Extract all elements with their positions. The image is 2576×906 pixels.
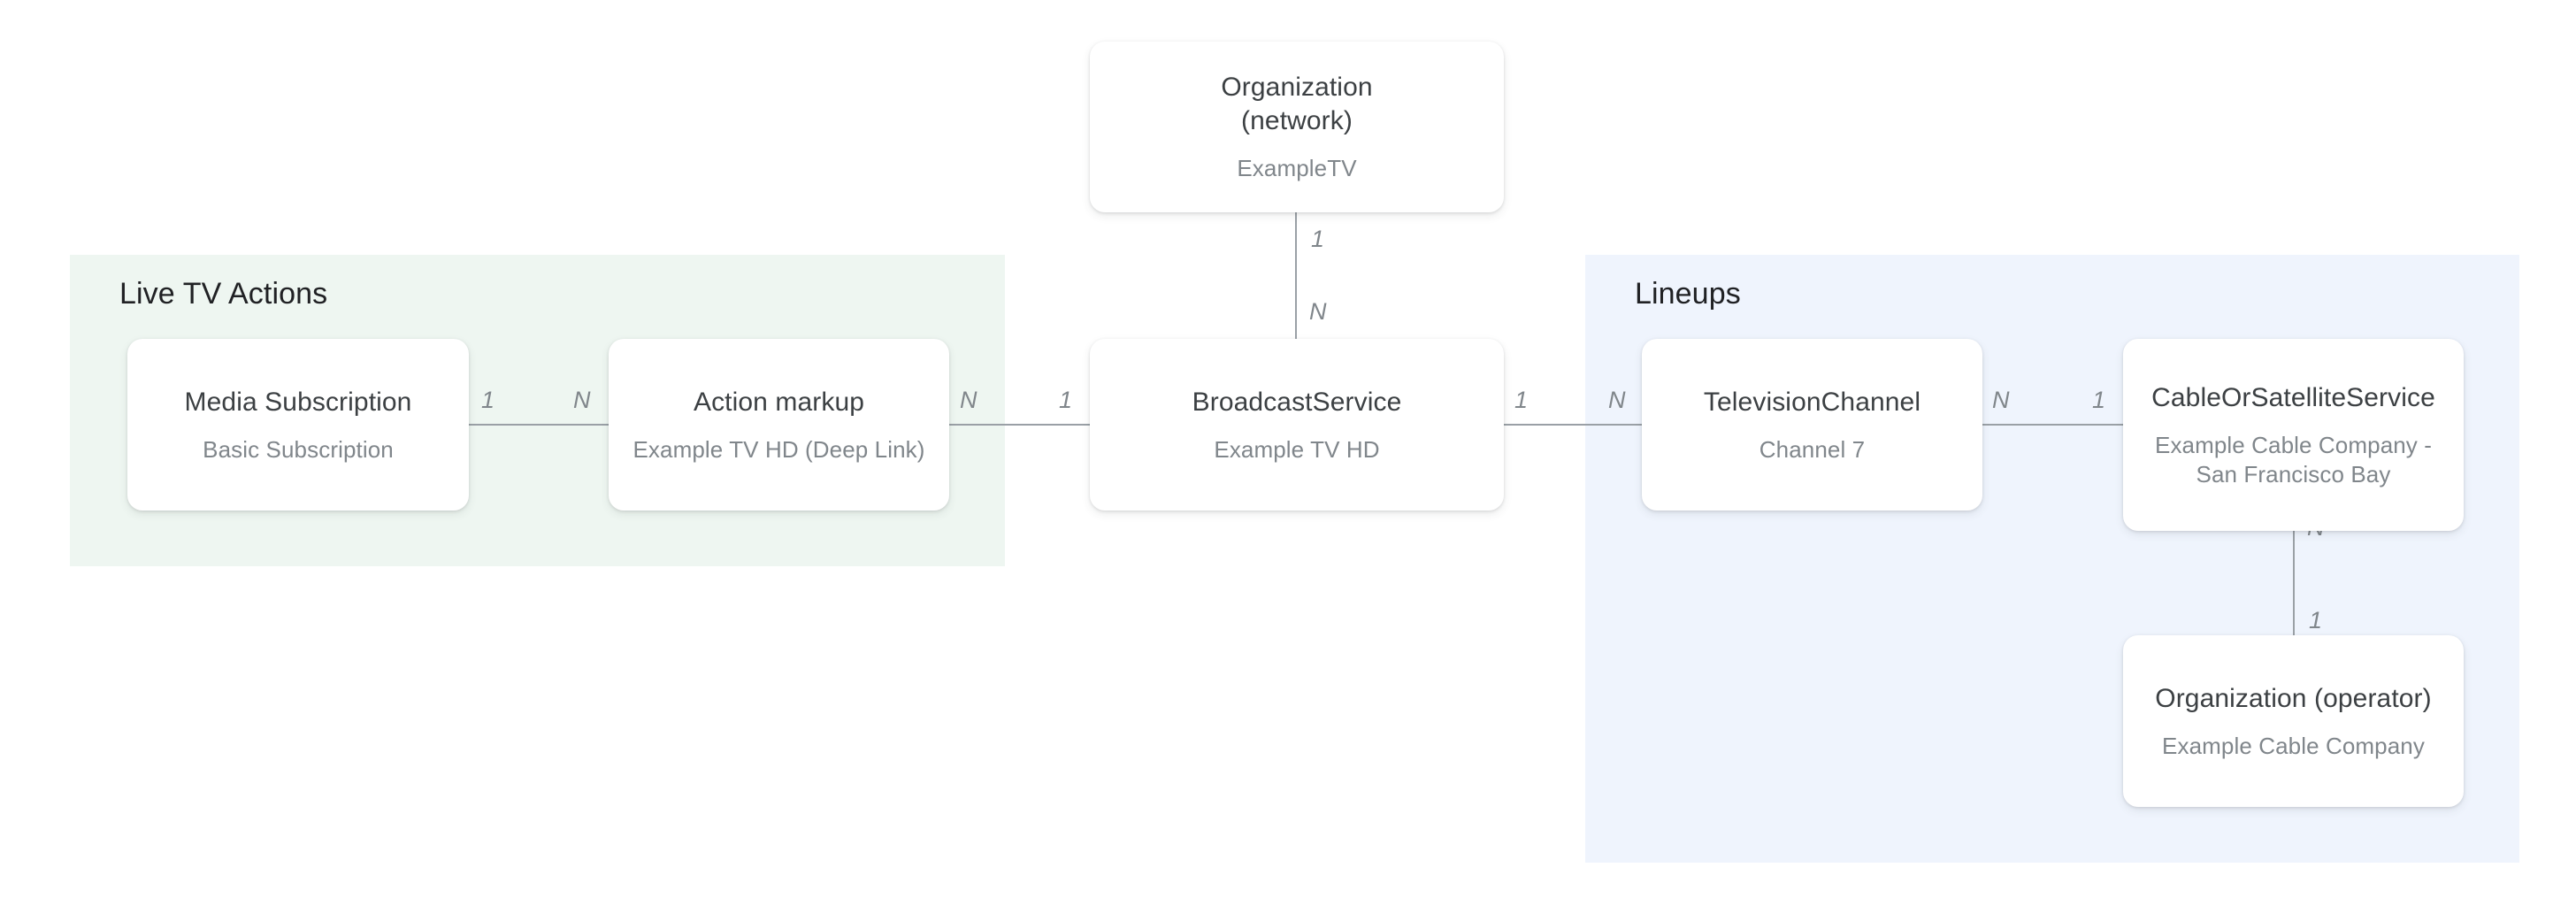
edge-label-broadcast-service-right-side: 1	[1514, 387, 1529, 413]
node-title-action-markup: Action markup	[693, 387, 865, 417]
node-card-television-channel[interactable]: TelevisionChannel Channel 7	[1642, 339, 1982, 511]
edge-line-organization-network-broadcast-service	[1295, 212, 1297, 340]
node-title-cable-or-satellite-service: CableOrSatelliteService	[2151, 382, 2435, 412]
edge-line-broadcast-service-television-channel	[1504, 424, 1643, 426]
edge-label-cable-or-satellite-service-left-side: 1	[2092, 387, 2106, 413]
node-title-organization-network: Organization (network)	[1221, 71, 1372, 138]
edge-label-broadcast-service-left-side: 1	[1059, 387, 1073, 413]
edge-line-action-markup-broadcast-service	[948, 424, 1091, 426]
group-title-live-tv-actions: Live TV Actions	[119, 277, 328, 311]
node-card-cable-or-satellite-service[interactable]: CableOrSatelliteService Example Cable Co…	[2123, 339, 2464, 531]
node-subtitle-organization-network: ExampleTV	[1237, 155, 1357, 181]
node-subtitle-television-channel: Channel 7	[1759, 435, 1866, 463]
edge-label-media-subscription-side: 1	[481, 387, 495, 413]
node-subtitle-action-markup: Example TV HD (Deep Link)	[632, 435, 925, 463]
node-title-media-subscription: Media Subscription	[184, 387, 412, 417]
node-title-line-1: Organization	[1221, 73, 1373, 102]
edge-label-television-channel-left-side: N	[1608, 387, 1626, 413]
node-title-television-channel: TelevisionChannel	[1703, 387, 1921, 417]
edge-line-television-channel-cable-or-satellite-service	[1982, 424, 2124, 426]
group-title-lineups: Lineups	[1635, 277, 1741, 311]
edge-label-television-channel-right-side: N	[1992, 387, 2010, 413]
node-card-broadcast-service[interactable]: BroadcastService Example TV HD	[1090, 339, 1504, 511]
edge-line-media-subscription-action-markup	[468, 424, 610, 426]
node-subtitle-cable-or-satellite-service: Example Cable Company - San Francisco Ba…	[2155, 431, 2432, 489]
edge-label-organization-operator-side: 1	[2309, 607, 2323, 633]
edge-label-action-markup-right-side: N	[960, 387, 978, 413]
node-card-organization-network[interactable]: Organization (network) ExampleTV	[1090, 42, 1504, 212]
node-subtitle-line-2: San Francisco Bay	[2196, 460, 2391, 488]
edge-label-action-markup-left-side: N	[573, 387, 591, 413]
edge-label-organization-network-side: 1	[1311, 226, 1325, 252]
node-subtitle-line-1: Example Cable Company -	[2155, 431, 2432, 458]
node-title-organization-operator: Organization (operator)	[2155, 683, 2432, 713]
node-card-media-subscription[interactable]: Media Subscription Basic Subscription	[127, 339, 469, 511]
node-subtitle-broadcast-service: Example TV HD	[1214, 435, 1380, 463]
edge-line-cable-or-satellite-service-organization-operator	[2293, 513, 2295, 637]
node-title-line-2: (network)	[1241, 106, 1353, 135]
node-subtitle-media-subscription: Basic Subscription	[203, 435, 394, 463]
node-card-organization-operator[interactable]: Organization (operator) Example Cable Co…	[2123, 635, 2464, 807]
node-title-broadcast-service: BroadcastService	[1192, 387, 1402, 417]
node-subtitle-organization-operator: Example Cable Company	[2162, 732, 2425, 759]
node-card-action-markup[interactable]: Action markup Example TV HD (Deep Link)	[609, 339, 949, 511]
edge-label-broadcast-service-top-side: N	[1309, 298, 1327, 325]
